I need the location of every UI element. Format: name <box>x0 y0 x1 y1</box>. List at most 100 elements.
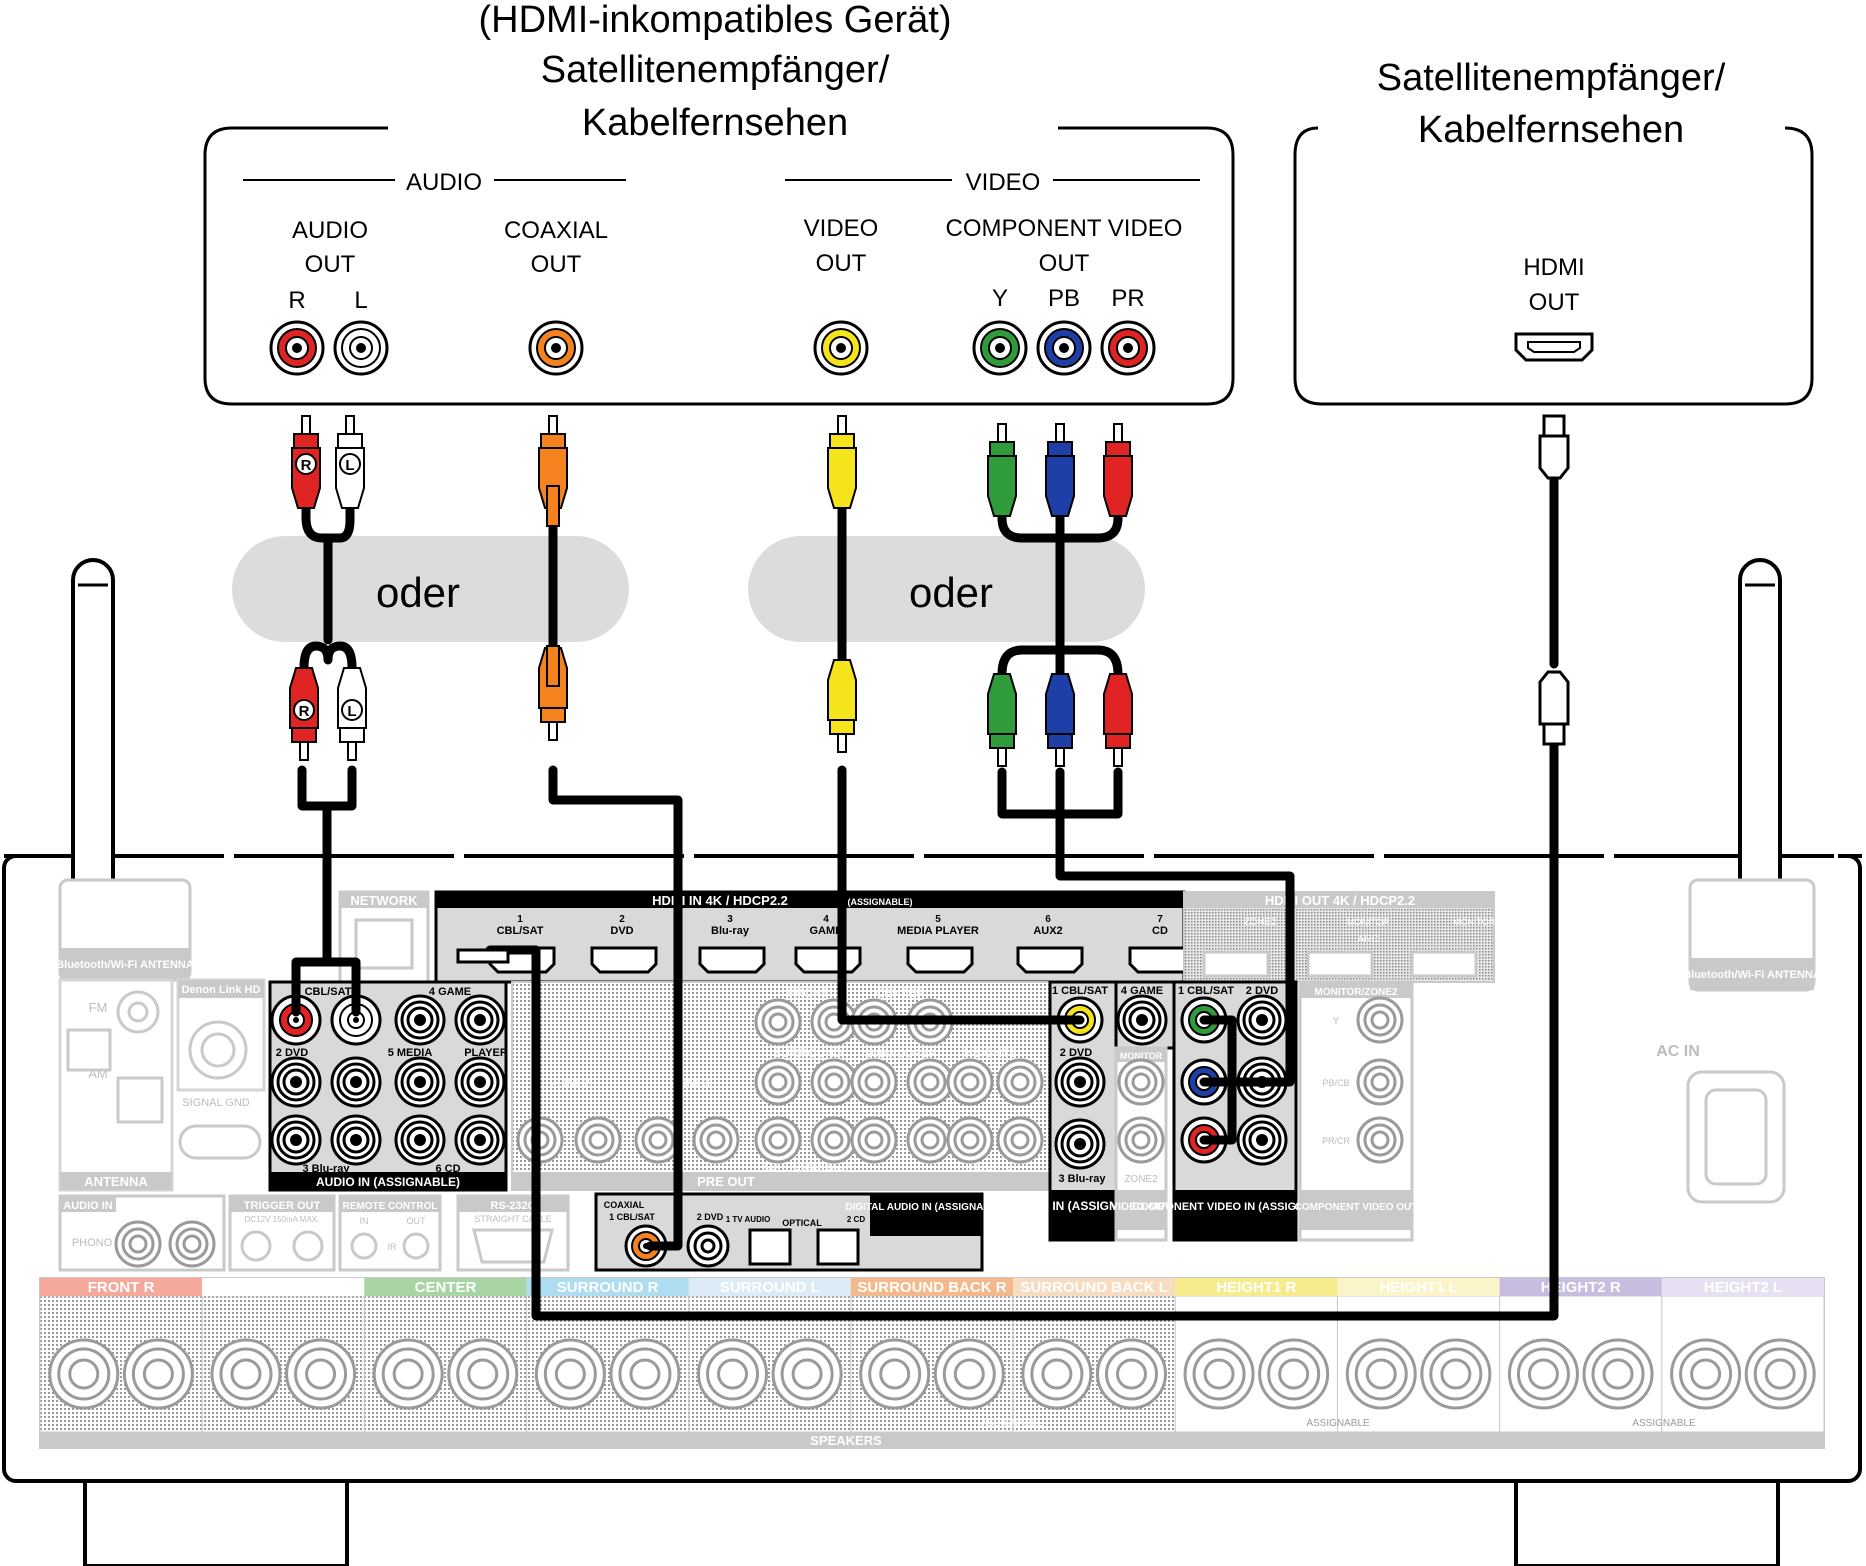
audio-cable-to-receiver <box>291 765 361 1017</box>
speaker-terminal-minus <box>1582 1338 1654 1410</box>
video-monitor-out: MONITOR ZONE2 VIDEO OUT <box>1111 1046 1172 1242</box>
hdmi-out-label-1: HDMI <box>1523 254 1584 281</box>
speaker-group-header <box>202 1278 365 1296</box>
rca-jack-red-out <box>269 320 325 376</box>
speaker-terminal-minus <box>771 1338 843 1410</box>
remote-out-label: OUT <box>407 1216 427 1226</box>
pre-out-jack <box>906 1116 954 1164</box>
pre-out-surround-back-label: SURROUND BACK <box>764 1162 852 1173</box>
audio-in-player-label: PLAYER <box>464 1047 508 1059</box>
audio-out-label-2: OUT <box>305 251 356 278</box>
pre-out-jack <box>996 1116 1044 1164</box>
pre-out-height2-label: HEIGHT2 <box>968 1162 1012 1173</box>
pre-out-jack <box>810 1058 858 1106</box>
video-out-label: VIDEO OUT <box>1111 1201 1172 1213</box>
hdmi-out-port <box>1514 332 1594 362</box>
pre-out-front-label: FRONT <box>787 986 829 1000</box>
audio-in-game-label: 4 GAME <box>429 986 471 998</box>
trigger-spec-label: DC12V 150mA MAX. <box>245 1215 320 1224</box>
speaker-terminal-minus <box>1744 1338 1816 1410</box>
rca-jack-yellow-video-out <box>813 320 869 376</box>
hdmi-device-box-outline <box>1293 126 1814 406</box>
pre-out-height1-label: HEIGHT1 <box>964 1046 1016 1060</box>
hdmi-input-label: MEDIA PLAYER <box>897 925 979 937</box>
hdmi-plug-inserted <box>456 948 510 964</box>
pre-out-jack <box>754 998 802 1046</box>
hdmi-device-title-line1: Satellitenempfänger/ <box>1377 57 1726 99</box>
speaker-terminal-plus <box>859 1338 931 1410</box>
audio-cable-upper-y <box>301 473 355 645</box>
speaker-group-label: SURROUND BACK R <box>857 1279 1006 1296</box>
hdmi-input-label: AUX2 <box>1033 925 1062 937</box>
jack-label-pb: PB <box>1048 285 1080 312</box>
hdmi-plug <box>1538 414 1570 480</box>
rca-plug <box>1103 423 1133 517</box>
component-in-panel: 1 CBL/SAT 2 DVD COMPONENT VIDEO IN (ASSI… <box>1132 980 1338 1242</box>
comp-out-pb-label: PB/CB <box>1322 1078 1349 1088</box>
hdmi-out-arc-label: ARC <box>1357 934 1378 945</box>
remote-control-label: REMOTE CONTROL <box>343 1201 438 1212</box>
rca-plug <box>987 423 1017 517</box>
comp-out-y-label: Y <box>1333 1016 1340 1027</box>
component-cable-to-receiver <box>997 767 1295 1145</box>
cables <box>291 471 1559 1321</box>
speaker-terminal-minus <box>122 1338 194 1410</box>
hdmi-plug <box>1538 670 1570 746</box>
receiver-rear-panel: Bluetooth/Wi-Fi ANTENNA Bluetooth/Wi-Fi … <box>2 558 1862 1566</box>
pre-out-jack <box>906 1058 954 1106</box>
speaker-group-label: HEIGHT1 L <box>1379 1279 1457 1296</box>
rca-plug: R <box>291 415 321 509</box>
speaker-group-header <box>688 1278 851 1296</box>
hdmi-out-monitor-label: MONITOR <box>1347 917 1390 927</box>
fm-label: FM <box>89 1000 108 1015</box>
rca-plug <box>1045 423 1075 517</box>
pre-out-jack <box>810 1116 858 1164</box>
pre-out-jack <box>754 1116 802 1164</box>
hdmi-input-number: 2 <box>619 914 625 925</box>
component-out-label-2: OUT <box>1039 250 1090 277</box>
component-cable-upper <box>997 495 1123 655</box>
pre-out-zone2-label: ZONE2 <box>550 1076 590 1090</box>
coaxial-cable <box>548 515 683 1251</box>
audio-in-footer: AUDIO IN (ASSIGNABLE) <box>316 1175 460 1189</box>
audio-in-cblsat-label: CBL/SAT <box>305 986 352 998</box>
device-title-line1: Satellitenempfänger/ <box>541 49 890 91</box>
digital-coaxial-label: COAXIAL <box>604 1200 645 1210</box>
coaxial-out-label-2: OUT <box>531 251 582 278</box>
antenna-label: ANTENNA <box>84 1174 148 1189</box>
speaker-terminal-plus <box>1670 1338 1742 1410</box>
speaker-group-header <box>1337 1278 1500 1296</box>
speaker-group-label: SURROUND BACK L <box>1020 1279 1168 1296</box>
hdmi-input-port <box>794 946 862 974</box>
rs232c-label: RS-232C <box>490 1200 535 1212</box>
pre-out-jack <box>946 1058 994 1106</box>
rca-jack-blue-pb-out <box>1036 320 1092 376</box>
speaker-group-label: SURROUND R <box>557 1279 659 1296</box>
pre-out-surround-label: SURROUND <box>773 1046 843 1060</box>
hdmi-input-label: DVD <box>610 925 633 937</box>
device-box-outline <box>203 126 1235 406</box>
rca-plug: L <box>335 415 365 509</box>
coaxial-out-label-1: COAXIAL <box>504 217 608 244</box>
antenna-right <box>1738 558 1782 932</box>
phono-label: PHONO <box>72 1237 113 1249</box>
remote-in-label: IN <box>360 1216 369 1226</box>
rca-plug <box>1103 673 1133 767</box>
hdmi-input-number: 1 <box>517 914 523 925</box>
plug-letter: R <box>301 457 312 474</box>
jack-label-l: L <box>354 287 367 314</box>
pre-out-jack <box>574 1116 622 1164</box>
speaker-group-header <box>850 1278 1014 1296</box>
component-out-label-1: COMPONENT VIDEO <box>946 215 1183 242</box>
speaker-terminal-plus <box>697 1338 769 1410</box>
speaker-terminal-minus <box>1095 1338 1167 1410</box>
jack-label-r: R <box>288 287 305 314</box>
remote-control-panel: REMOTE CONTROL IN OUT IR <box>338 1194 442 1272</box>
foot-left <box>83 1478 349 1566</box>
speaker-group-label: HEIGHT1 R <box>1216 1279 1296 1296</box>
comp-out-pr-label: PR/CR <box>1322 1136 1351 1146</box>
audio-in-bluray-label: 3 Blu-ray <box>302 1163 350 1175</box>
hdmi-device-title-line2: Kabelfernsehen <box>1418 109 1684 151</box>
speaker-group-header <box>364 1278 527 1296</box>
